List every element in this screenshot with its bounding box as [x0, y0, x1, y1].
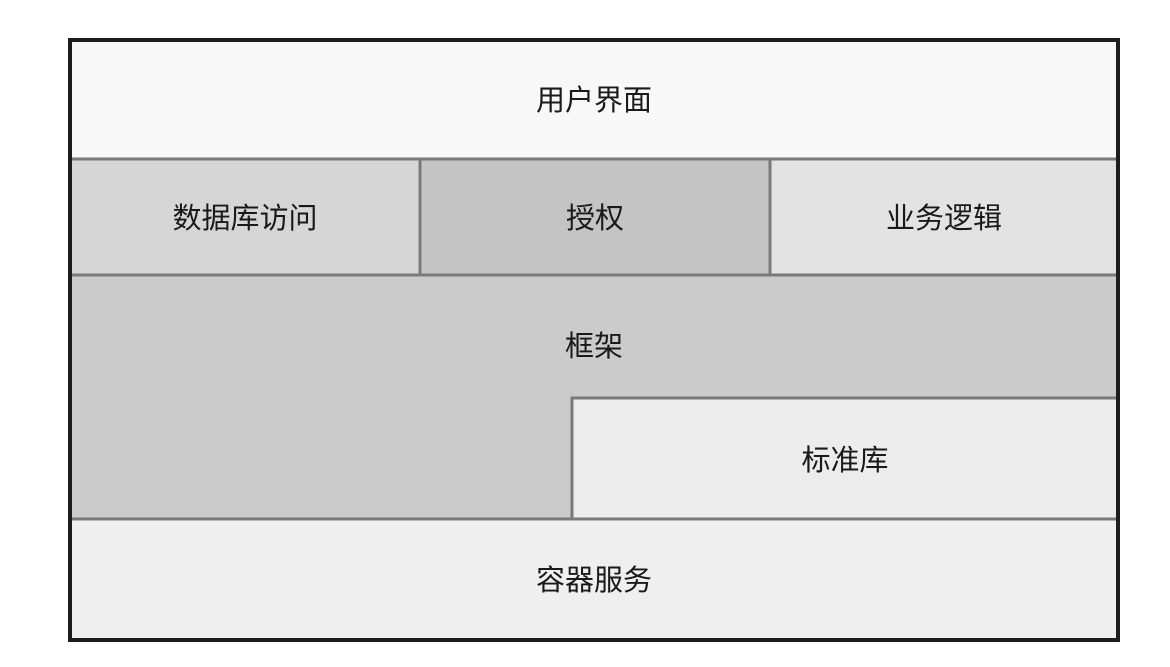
- business-logic-layer: [770, 159, 1118, 275]
- business-logic-label: 业务逻辑: [886, 201, 1002, 235]
- framework-label: 框架: [565, 329, 623, 363]
- outer-frame: [68, 38, 1120, 642]
- container-services-label: 容器服务: [536, 563, 652, 597]
- divider-standard-library: [570, 396, 1118, 519]
- auth-label: 授权: [566, 201, 624, 235]
- auth-layer: [420, 159, 770, 275]
- standard-library-label: 标准库: [801, 443, 888, 477]
- layer-dividers: [70, 157, 1118, 521]
- ui-layer: [70, 40, 1118, 159]
- db-access-layer: [70, 159, 420, 275]
- container-services-layer: [70, 519, 1118, 640]
- standard-library-layer: [572, 398, 1118, 519]
- ui-layer-label: 用户界面: [536, 83, 652, 117]
- db-access-label: 数据库访问: [172, 201, 317, 235]
